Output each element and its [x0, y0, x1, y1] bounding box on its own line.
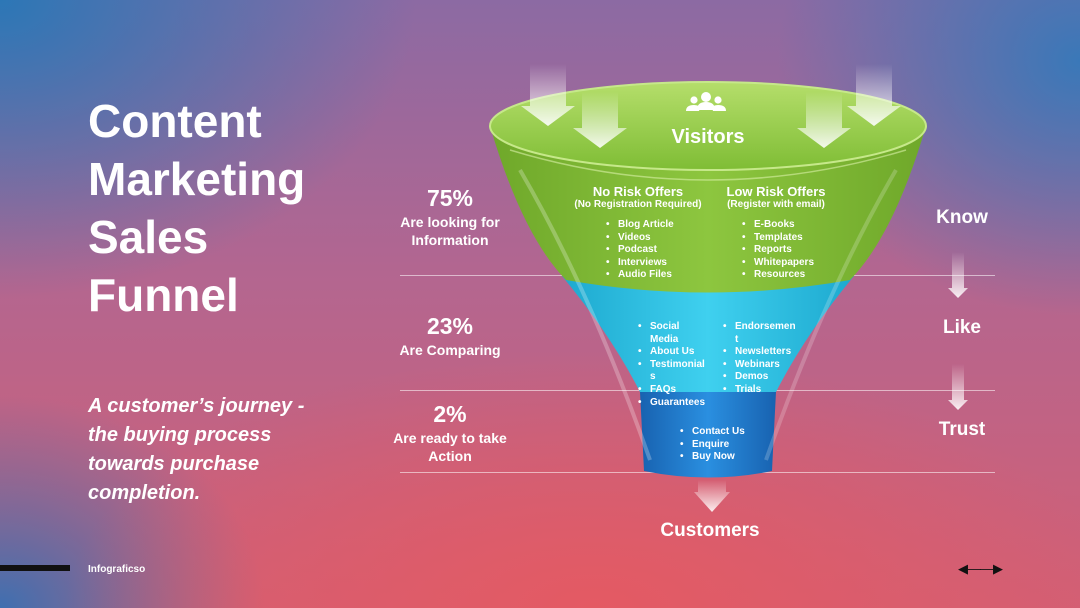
down-arrow-icon: [573, 92, 627, 148]
low-risk-heading: Low Risk Offers (Register with email): [726, 184, 826, 210]
footer-bar: [0, 565, 70, 571]
list-item: FAQs: [638, 384, 710, 397]
funnel-green-section: [490, 126, 926, 293]
stat-percent: 75%: [426, 185, 474, 211]
down-arrow-icon: [847, 64, 901, 126]
list-item: Blog Article: [606, 219, 674, 232]
arrow-left-icon[interactable]: ◀—: [958, 561, 981, 576]
stage-like: Like: [942, 317, 982, 338]
list-item: Social Media: [638, 321, 710, 346]
list-item: Templates: [742, 232, 814, 245]
list-item: Podcast: [606, 244, 674, 257]
funnel-top-label: Visitors: [671, 126, 745, 148]
list-item: Trials: [723, 384, 797, 397]
down-arrow-icon: [948, 364, 968, 410]
list-item: Videos: [606, 232, 674, 245]
down-arrow-icon: [948, 252, 968, 298]
list-item: About Us: [638, 346, 710, 359]
list-item: Contact Us: [680, 426, 745, 439]
middle-right-list: Endorsemen t Newsletters Webinars Demos …: [723, 321, 797, 397]
list-item: Resources: [742, 269, 814, 282]
list-item: Newsletters: [723, 346, 797, 359]
page-subtitle: A customer’s journey - the buying proces…: [88, 395, 305, 504]
list-item: Demos: [723, 371, 797, 384]
list-item: Enquire: [680, 439, 745, 452]
brand-name: Infograficso: [88, 564, 146, 575]
bottom-list: Contact Us Enquire Buy Now: [680, 426, 745, 464]
stat-description: Are looking for Information: [400, 214, 500, 248]
title-line: Sales: [88, 211, 209, 263]
arrow-right-icon[interactable]: —▶: [980, 561, 1003, 576]
stat-comparing: 23% Are Comparing: [385, 311, 515, 359]
stat-percent: 2%: [433, 401, 467, 427]
no-risk-list: Blog Article Videos Podcast Interviews A…: [606, 219, 674, 282]
title-line: Funnel: [88, 269, 239, 321]
stat-description: Are Comparing: [399, 342, 501, 358]
stage-know: Know: [936, 207, 988, 228]
down-arrow-icon: [694, 480, 730, 512]
no-risk-heading: No Risk Offers (No Registration Required…: [574, 184, 702, 210]
stat-looking: 75% Are looking for Information: [385, 183, 515, 249]
title-line: Marketing: [88, 153, 306, 205]
list-item: Whitepapers: [742, 257, 814, 270]
users-icon: [686, 92, 726, 111]
list-item: Guarantees: [638, 397, 710, 410]
stat-action: 2% Are ready to take Action: [385, 399, 515, 465]
list-item: Buy Now: [680, 451, 745, 464]
stage-trust: Trust: [938, 419, 986, 440]
page-title: Content Marketing Sales Funnel: [88, 92, 388, 324]
title-line: Content: [88, 95, 262, 147]
list-item: Testimonial s: [638, 359, 710, 384]
list-item: Audio Files: [606, 269, 674, 282]
down-arrow-icon: [521, 64, 575, 126]
list-item: Endorsemen t: [723, 321, 797, 346]
middle-left-list: Social Media About Us Testimonial s FAQs…: [638, 321, 710, 409]
stat-percent: 23%: [426, 313, 474, 339]
funnel-graphic: [489, 64, 927, 512]
list-item: Webinars: [723, 359, 797, 372]
funnel-bottom-label: Customers: [660, 520, 760, 541]
down-arrow-icon: [797, 92, 851, 148]
list-item: Interviews: [606, 257, 674, 270]
stat-description: Are ready to take Action: [393, 430, 507, 464]
list-item: E-Books: [742, 219, 814, 232]
low-risk-list: E-Books Templates Reports Whitepapers Re…: [742, 219, 814, 282]
list-item: Reports: [742, 244, 814, 257]
